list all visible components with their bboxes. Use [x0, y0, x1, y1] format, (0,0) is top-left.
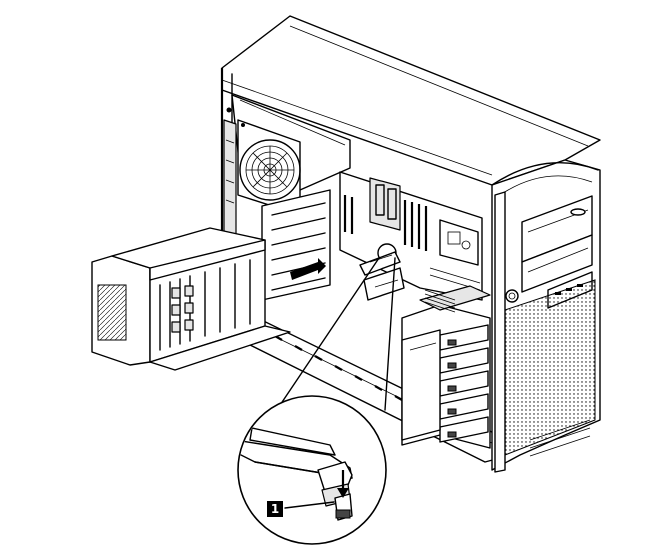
- motherboard: [339, 171, 483, 301]
- heatsink-fins: [424, 289, 456, 313]
- removed-fan-duct: [91, 227, 291, 371]
- memory-slots: [403, 200, 428, 251]
- front-bezel: [491, 159, 601, 473]
- magnified-detail: [237, 395, 387, 545]
- expansion-slot-area: [261, 189, 331, 301]
- callout-leaders: [269, 257, 396, 421]
- hard-drive-cage: [401, 285, 491, 449]
- callout-label-1: 1: [267, 501, 283, 517]
